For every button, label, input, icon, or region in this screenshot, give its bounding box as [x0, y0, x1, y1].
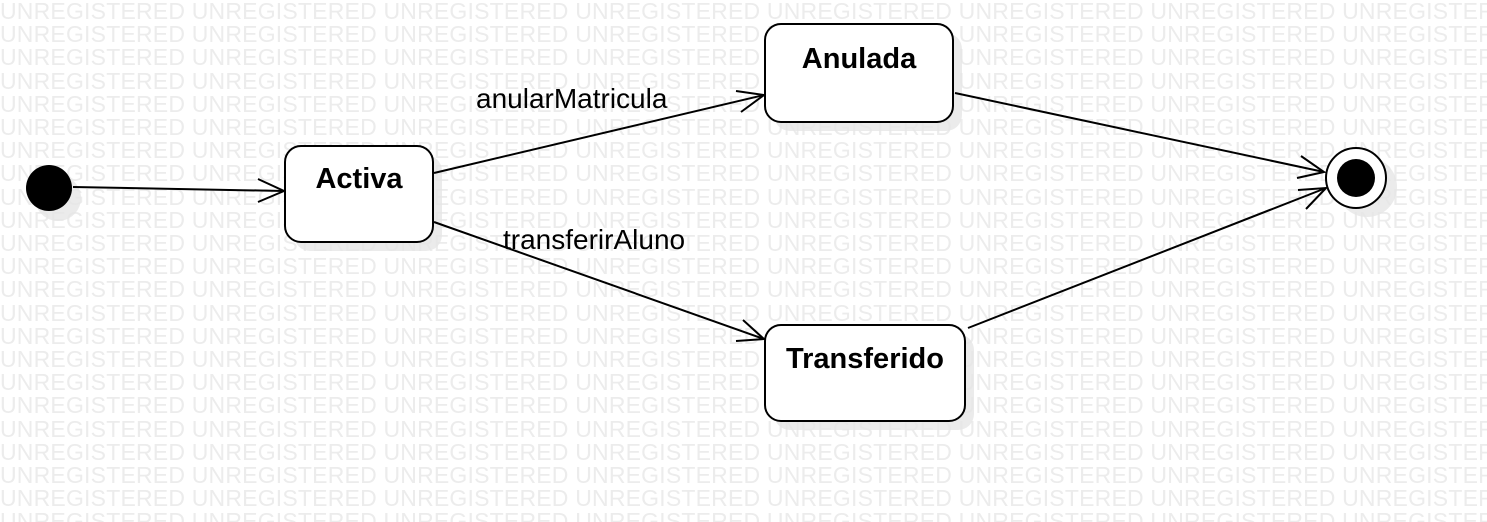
transition-line	[433, 221, 765, 340]
final-state-icon[interactable]	[1325, 147, 1387, 209]
transition-line	[967, 187, 1327, 329]
transition-anulada-to-final[interactable]	[954, 92, 1327, 179]
arrowhead-icon	[1297, 186, 1329, 210]
state-activa-box	[284, 145, 434, 243]
final-state-dot	[1337, 159, 1375, 197]
transition-activa-to-anulada[interactable]: anularMatricula	[433, 83, 767, 174]
transition-activa-to-transferido[interactable]: transferirAluno	[433, 221, 767, 342]
state-activa-label: Activa	[315, 163, 403, 195]
state-anulada[interactable]: Anulada	[764, 23, 954, 123]
transition-line	[433, 94, 765, 174]
transition-initial-to-activa[interactable]	[72, 178, 287, 203]
state-transferido[interactable]: Transferido	[764, 324, 966, 422]
initial-state-icon[interactable]	[26, 165, 72, 211]
state-transferido-label: Transferido	[786, 343, 944, 375]
arrowhead-icon	[735, 319, 767, 342]
state-anulada-box	[764, 23, 954, 123]
transition-label-transferiraluno: transferirAluno	[503, 224, 685, 255]
state-transferido-box	[764, 324, 966, 422]
transition-line	[72, 186, 285, 192]
transition-label-anularmatricula: anularMatricula	[476, 83, 668, 114]
state-activa[interactable]: Activa	[284, 145, 434, 243]
transition-transferido-to-final[interactable]	[967, 186, 1329, 329]
state-anulada-label: Anulada	[802, 43, 917, 75]
arrowhead-icon	[1296, 155, 1327, 179]
transition-line	[954, 92, 1325, 173]
